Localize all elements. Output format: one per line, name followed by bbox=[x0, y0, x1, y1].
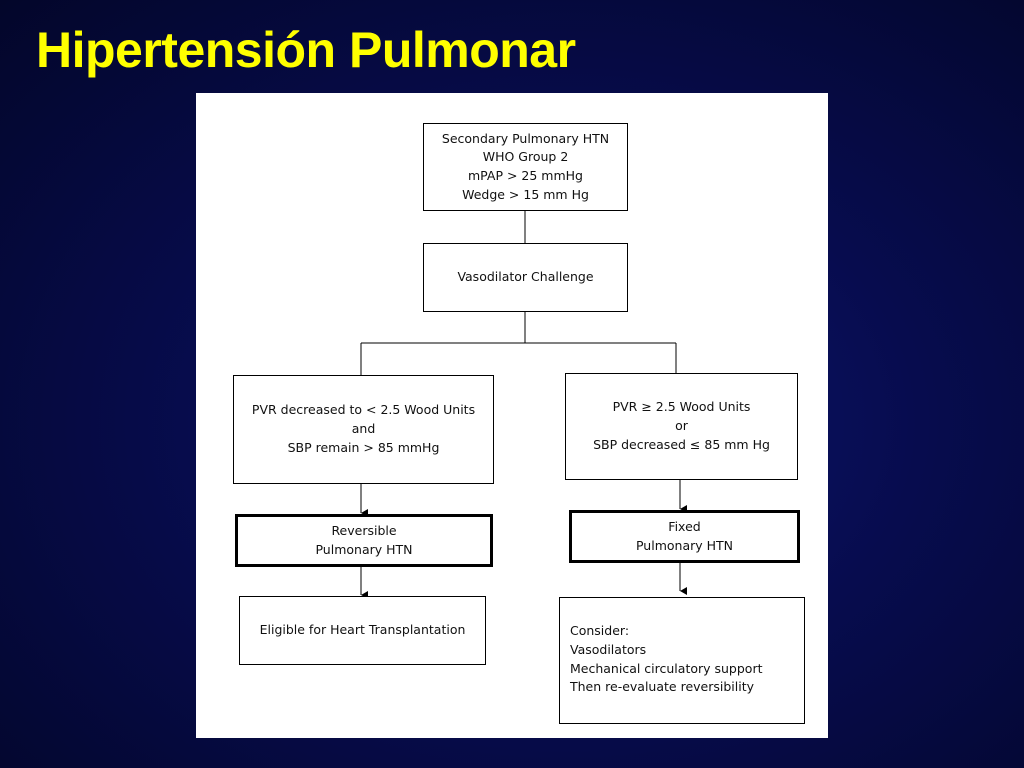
box-line: Pulmonary HTN bbox=[315, 541, 413, 557]
box-line: Vasodilator Challenge bbox=[457, 269, 594, 285]
box-line: Vasodilators bbox=[570, 641, 647, 657]
box-line: PVR ≥ 2.5 Wood Units bbox=[612, 399, 751, 415]
box-line: Pulmonary HTN bbox=[635, 537, 733, 553]
box-fixed-pulmonary-htn: Fixed Pulmonary HTN bbox=[569, 510, 800, 563]
box-eligible-heart-transplantation: Eligible for Heart Transplantation bbox=[239, 596, 486, 665]
box-line: Mechanical circulatory support bbox=[570, 660, 763, 676]
box-line: Fixed bbox=[668, 518, 701, 534]
box-secondary-pulmonary-htn: Secondary Pulmonary HTN WHO Group 2 mPAP… bbox=[423, 123, 628, 211]
box-line: WHO Group 2 bbox=[482, 149, 569, 165]
box-vasodilator-challenge: Vasodilator Challenge bbox=[423, 243, 628, 312]
box-line: mPAP > 25 mmHg bbox=[468, 168, 583, 183]
box-line: SBP remain > 85 mmHg bbox=[287, 439, 440, 455]
box-right-criteria: PVR ≥ 2.5 Wood Units or SBP decreased ≤ … bbox=[565, 373, 798, 480]
box-line: PVR decreased to < 2.5 Wood Units bbox=[251, 402, 476, 418]
flowchart-figure: Secondary Pulmonary HTN WHO Group 2 mPAP… bbox=[196, 93, 828, 738]
box-left-criteria: PVR decreased to < 2.5 Wood Units and SB… bbox=[233, 375, 494, 484]
box-line: Then re-evaluate reversibility bbox=[570, 679, 754, 695]
box-line: Consider: bbox=[570, 623, 630, 638]
box-line: Secondary Pulmonary HTN bbox=[441, 130, 610, 146]
box-reversible-pulmonary-htn: Reversible Pulmonary HTN bbox=[235, 514, 493, 567]
box-line: Wedge > 15 mm Hg bbox=[462, 186, 589, 202]
box-consider-options: Consider: Vasodilators Mechanical circul… bbox=[559, 597, 805, 724]
box-line: Eligible for Heart Transplantation bbox=[259, 622, 466, 638]
slide-title: Hipertensión Pulmonar bbox=[36, 22, 576, 78]
box-line: or bbox=[675, 418, 688, 434]
flowchart-connectors bbox=[360, 210, 687, 599]
box-line: Reversible bbox=[331, 522, 397, 538]
box-line: SBP decreased ≤ 85 mm Hg bbox=[593, 436, 770, 452]
box-line: and bbox=[351, 421, 376, 437]
